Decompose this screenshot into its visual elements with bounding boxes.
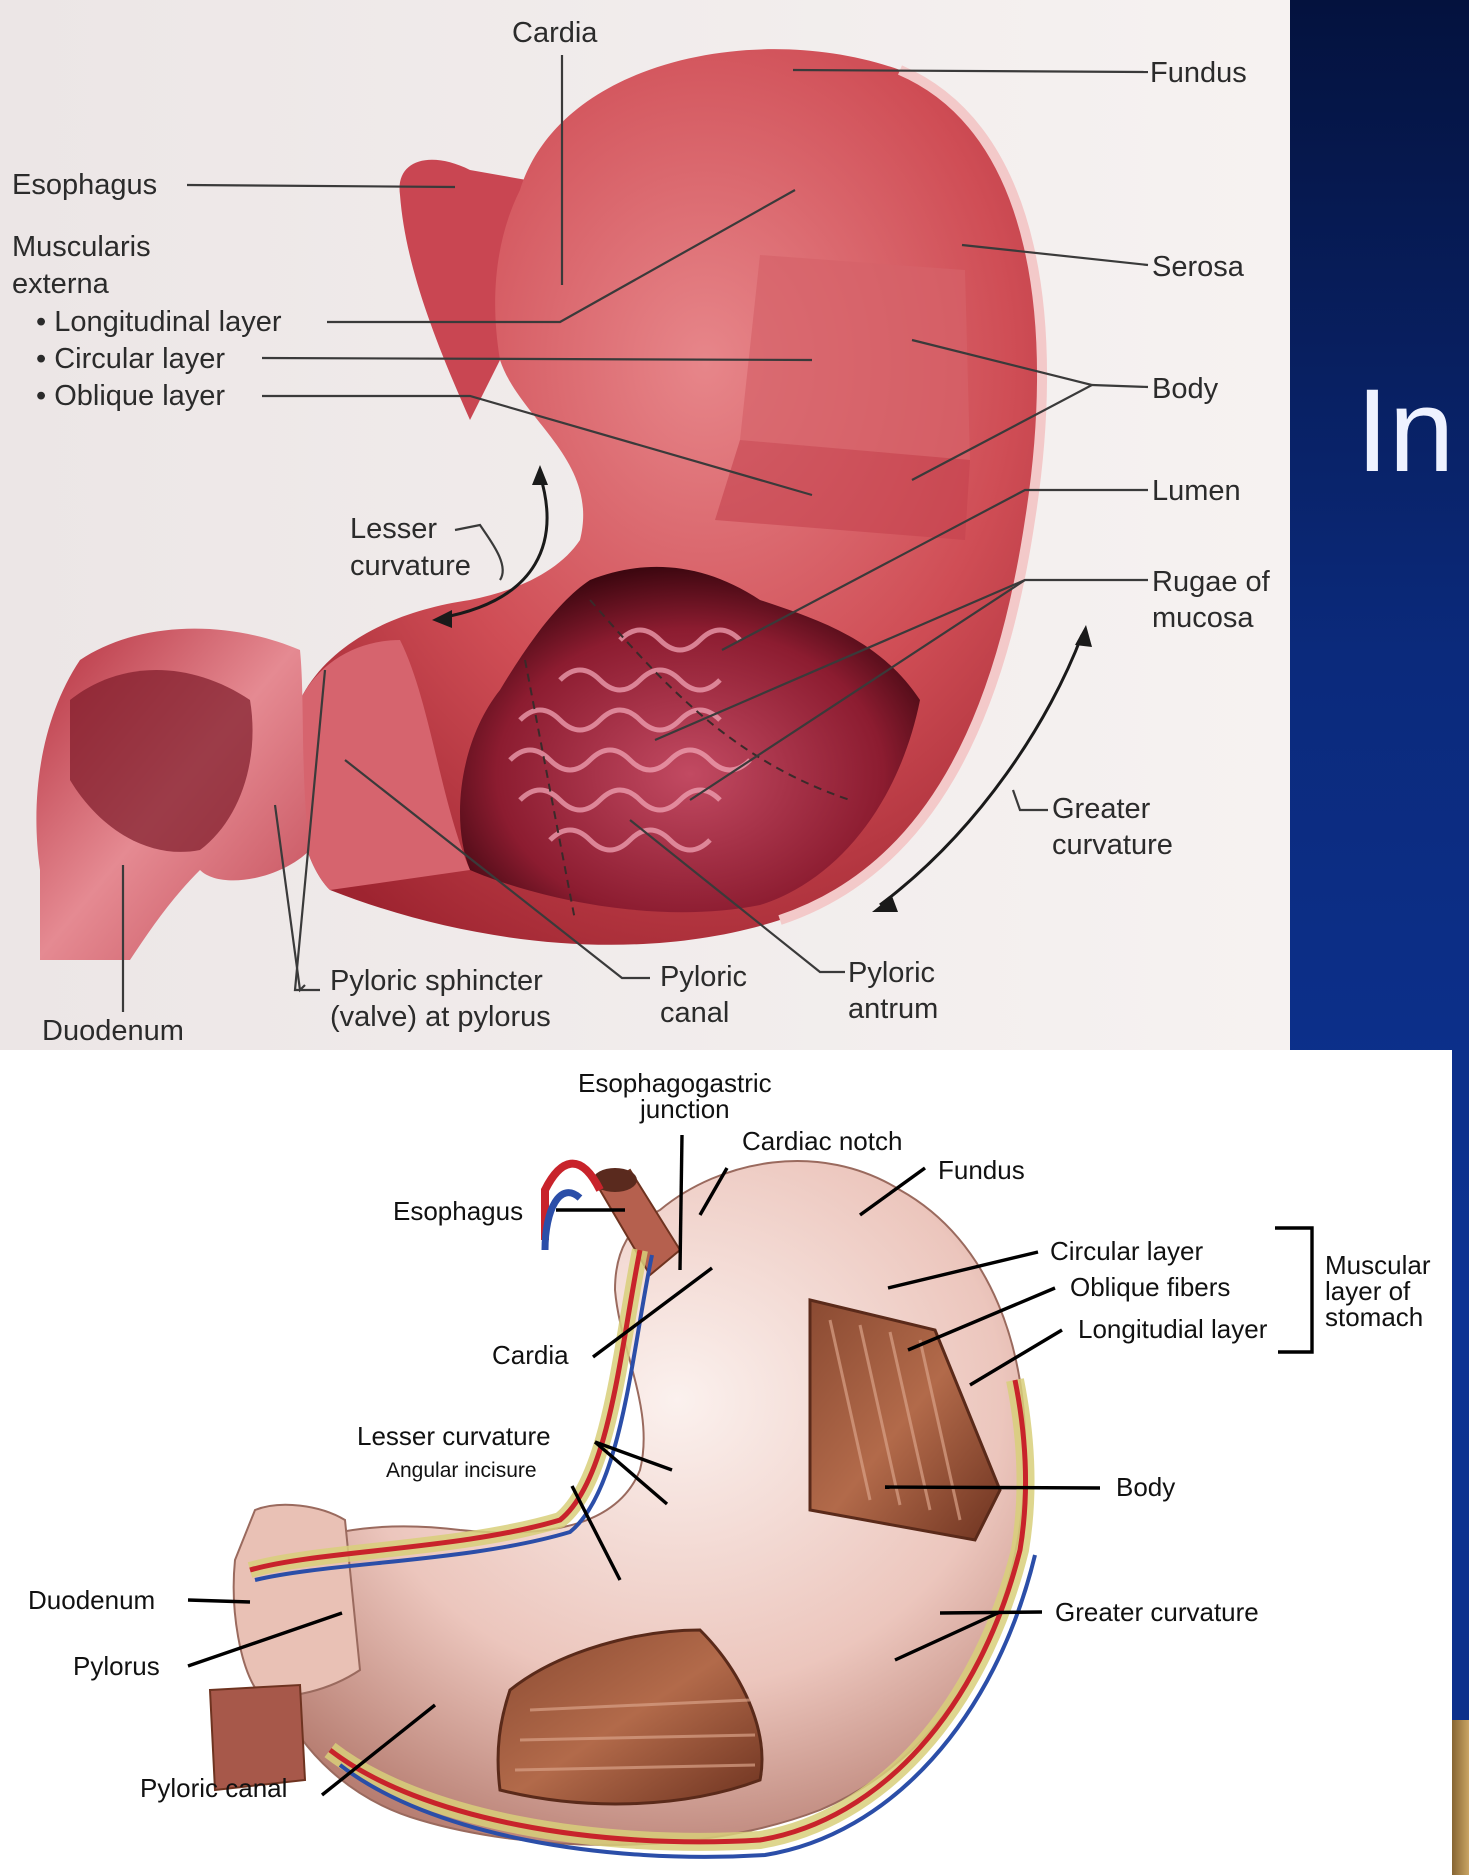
- label-egj-2: junction: [639, 1094, 730, 1124]
- label-longitudinal-layer: • Longitudinal layer: [36, 306, 282, 338]
- label-pyloric-sphincter-1: Pyloric sphincter: [330, 965, 543, 997]
- label-pyloric-canal: Pyloric canal: [140, 1773, 287, 1803]
- label-muscular-3: stomach: [1325, 1302, 1423, 1332]
- label-pyloric-antrum-2: antrum: [848, 993, 938, 1025]
- label-muscular-1: Muscular: [1325, 1250, 1431, 1280]
- slide-corner-decoration: [1449, 1720, 1469, 1875]
- label-duodenum: Duodenum: [28, 1585, 155, 1615]
- leader-lines-bottom: [187, 1134, 1314, 1797]
- label-greater-curvature-2: curvature: [1052, 829, 1173, 861]
- label-pyloric-antrum-1: Pyloric: [848, 957, 935, 989]
- label-esophagus: Esophagus: [12, 169, 157, 201]
- label-muscularis-2: externa: [12, 268, 110, 300]
- label-fundus: Fundus: [1150, 57, 1247, 89]
- label-serosa: Serosa: [1152, 251, 1245, 283]
- label-rugae-2: mucosa: [1152, 602, 1254, 634]
- label-egj-1: Esophagogastric: [578, 1068, 772, 1098]
- label-pyloric-canal-2: canal: [660, 997, 729, 1029]
- stomach-section-diagram: Cardia Fundus Esophagus Muscularis exter…: [0, 0, 1290, 1050]
- label-cardia: Cardia: [492, 1340, 569, 1370]
- label-lumen: Lumen: [1152, 475, 1241, 507]
- label-greater-curvature-1: Greater: [1052, 793, 1151, 825]
- label-lesser-curvature-2: curvature: [350, 550, 471, 582]
- label-muscular-2: layer of: [1325, 1276, 1411, 1306]
- label-cardiac-notch: Cardiac notch: [742, 1126, 902, 1156]
- leader-lines-top: [121, 55, 1149, 1012]
- label-body: Body: [1152, 373, 1219, 405]
- label-lesser-curvature-1: Lesser: [350, 513, 437, 545]
- label-pylorus: Pylorus: [73, 1651, 160, 1681]
- stomach-illustration-bottom: [208, 1159, 1037, 1859]
- label-body: Body: [1116, 1472, 1175, 1502]
- label-muscularis-1: Muscularis: [12, 231, 151, 263]
- label-fundus: Fundus: [938, 1155, 1025, 1185]
- label-esophagus: Esophagus: [393, 1196, 523, 1226]
- label-circular-layer: Circular layer: [1050, 1236, 1203, 1266]
- label-pyloric-canal-1: Pyloric: [660, 961, 747, 993]
- label-oblique-layer: • Oblique layer: [36, 380, 225, 412]
- label-greater-curvature: Greater curvature: [1055, 1597, 1259, 1627]
- slide-title-fragment: In: [1356, 365, 1455, 497]
- label-pyloric-sphincter-2: (valve) at pylorus: [330, 1001, 551, 1033]
- label-circular-layer: • Circular layer: [36, 343, 225, 375]
- label-duodenum: Duodenum: [42, 1015, 184, 1047]
- label-angular-incisure: Angular incisure: [386, 1459, 537, 1482]
- label-lesser-curvature: Lesser curvature: [357, 1421, 551, 1451]
- label-longitudinal-layer: Longitudial layer: [1078, 1314, 1268, 1344]
- label-cardia: Cardia: [512, 17, 598, 49]
- label-oblique-fibers: Oblique fibers: [1070, 1272, 1230, 1302]
- label-rugae-1: Rugae of: [1152, 566, 1271, 598]
- stomach-illustration-top: [36, 49, 1048, 960]
- stomach-external-diagram: Esophagogastric junction Cardiac notch F…: [0, 1050, 1452, 1875]
